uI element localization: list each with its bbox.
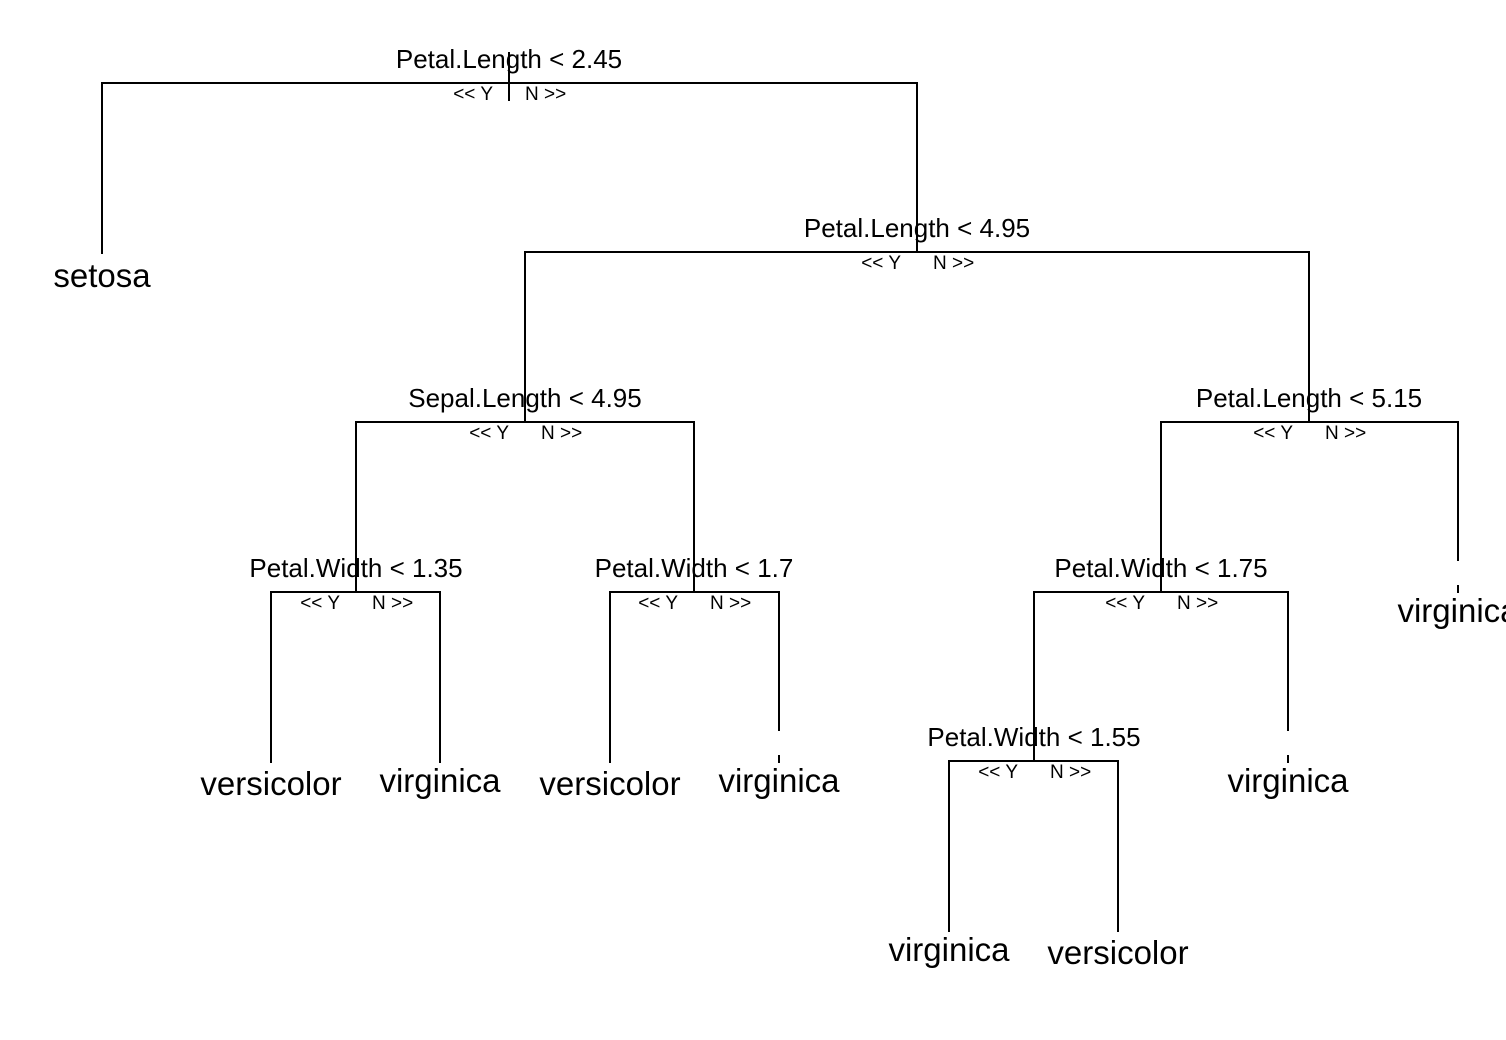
split-label-n6: Petal.Length < 5.15: [1196, 383, 1422, 413]
no-label-n5: N >>: [710, 593, 751, 614]
leaf-label-leaf_g: virginica: [1227, 762, 1349, 799]
no-label-n2: N >>: [933, 253, 974, 274]
no-label-n7: N >>: [1177, 593, 1218, 614]
split-label-n8: Petal.Width < 1.55: [927, 722, 1140, 752]
leaf-label-leaf_b: virginica: [379, 762, 501, 799]
no-label-n8: N >>: [1050, 762, 1091, 783]
leaf-label-leaf_f: versicolor: [1047, 934, 1188, 971]
no-label-n4: N >>: [372, 593, 413, 614]
leaf-label-leaf_h: virginica: [1397, 592, 1506, 629]
yes-label-n5: << Y: [638, 593, 678, 614]
yes-label-n4: << Y: [300, 593, 340, 614]
no-label-n1: N >>: [525, 84, 566, 105]
split-label-n5: Petal.Width < 1.7: [595, 553, 794, 583]
yes-label-n6: << Y: [1253, 423, 1293, 444]
tree-edges: [101, 52, 1459, 932]
split-label-n3: Sepal.Length < 4.95: [408, 383, 641, 413]
yes-label-n2: << Y: [861, 253, 901, 274]
leaf-label-leaf_c: versicolor: [539, 765, 680, 802]
no-label-n3: N >>: [541, 423, 582, 444]
split-label-n7: Petal.Width < 1.75: [1054, 553, 1267, 583]
tree-labels: Petal.Length < 2.45 << Y N >> Petal.Length …: [53, 44, 1506, 971]
leaf-label-leaf_a: versicolor: [200, 765, 341, 802]
split-label-n2: Petal.Length < 4.95: [804, 213, 1030, 243]
split-label-n4: Petal.Width < 1.35: [249, 553, 462, 583]
yes-label-n1: << Y: [453, 84, 493, 105]
leaf-label-leaf_d: virginica: [718, 762, 840, 799]
yes-label-n8: << Y: [978, 762, 1018, 783]
yes-label-n7: << Y: [1105, 593, 1145, 614]
leaf-label-leaf_e: virginica: [888, 931, 1010, 968]
leaf-label-leaf_setosa: setosa: [53, 257, 151, 294]
split-label-n1: Petal.Length < 2.45: [396, 44, 622, 74]
yes-label-n3: << Y: [469, 423, 509, 444]
no-label-n6: N >>: [1325, 423, 1366, 444]
